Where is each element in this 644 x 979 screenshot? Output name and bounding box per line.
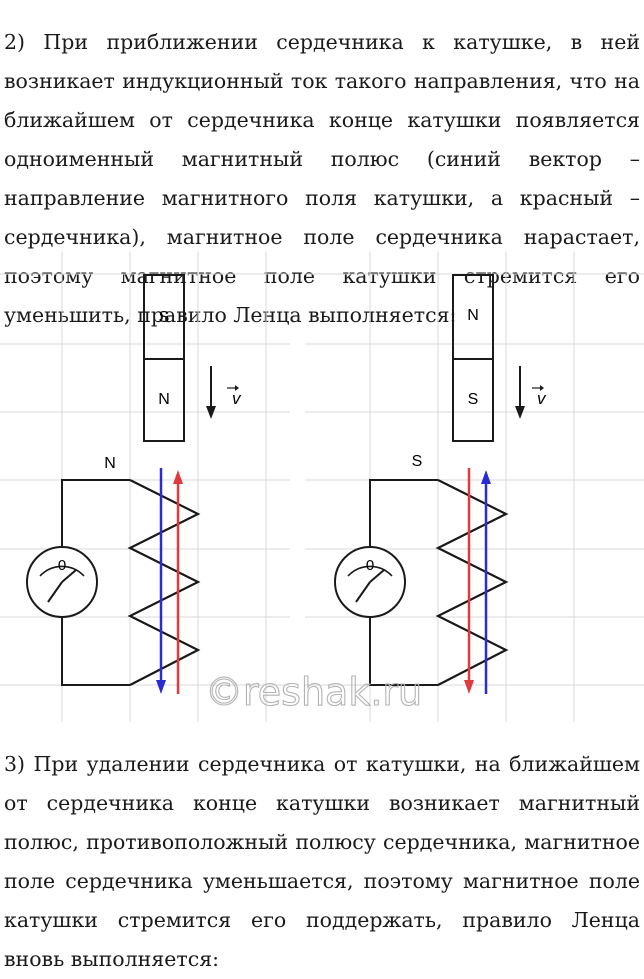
right-magnet-lower xyxy=(452,358,494,442)
left-magnet-bottom-label: N xyxy=(158,391,170,408)
left-coil xyxy=(127,479,201,686)
paragraph-2: 2) При приближении сердечника к катушке,… xyxy=(4,29,640,327)
right-coil-field-arrow xyxy=(481,470,491,694)
left-circuit-wire xyxy=(61,479,130,547)
left-velocity-arrow xyxy=(206,366,216,419)
right-diagram: N S v S 0 xyxy=(334,274,547,694)
right-coil xyxy=(435,479,509,686)
left-velocity-label: v xyxy=(232,389,242,408)
lenz-diagram: S N v N 0 xyxy=(0,252,644,722)
right-circuit-wire xyxy=(369,479,438,547)
paragraph-3: 3) При удалении сердечника от катушки, н… xyxy=(4,751,640,971)
right-galvanometer-zero: 0 xyxy=(366,557,374,574)
left-vector-mark-icon xyxy=(227,385,239,391)
left-circuit-wire-bottom xyxy=(61,617,130,686)
grid xyxy=(0,252,644,722)
left-galvanometer-zero: 0 xyxy=(58,557,66,574)
right-magnet-top-label: N xyxy=(467,307,479,324)
right-galvanometer-icon xyxy=(334,546,406,618)
right-coil-pole-label: S xyxy=(412,453,423,470)
left-core-field-arrow xyxy=(173,470,183,694)
left-diagram: S N v N 0 xyxy=(26,274,242,694)
watermark: ©reshak.ru xyxy=(205,670,422,714)
right-velocity-label: v xyxy=(537,389,547,408)
left-magnet-top-label: S xyxy=(159,309,170,326)
left-magnet-lower xyxy=(143,358,185,442)
right-vector-mark-icon xyxy=(532,385,544,391)
right-magnet-bottom-label: S xyxy=(468,391,479,408)
left-coil-field-arrow xyxy=(156,468,166,694)
left-galvanometer-icon xyxy=(26,546,98,618)
left-coil-pole-label: N xyxy=(104,455,116,472)
right-circuit-wire-bottom xyxy=(369,617,438,686)
right-velocity-arrow xyxy=(515,366,525,419)
right-core-field-arrow xyxy=(464,468,474,694)
